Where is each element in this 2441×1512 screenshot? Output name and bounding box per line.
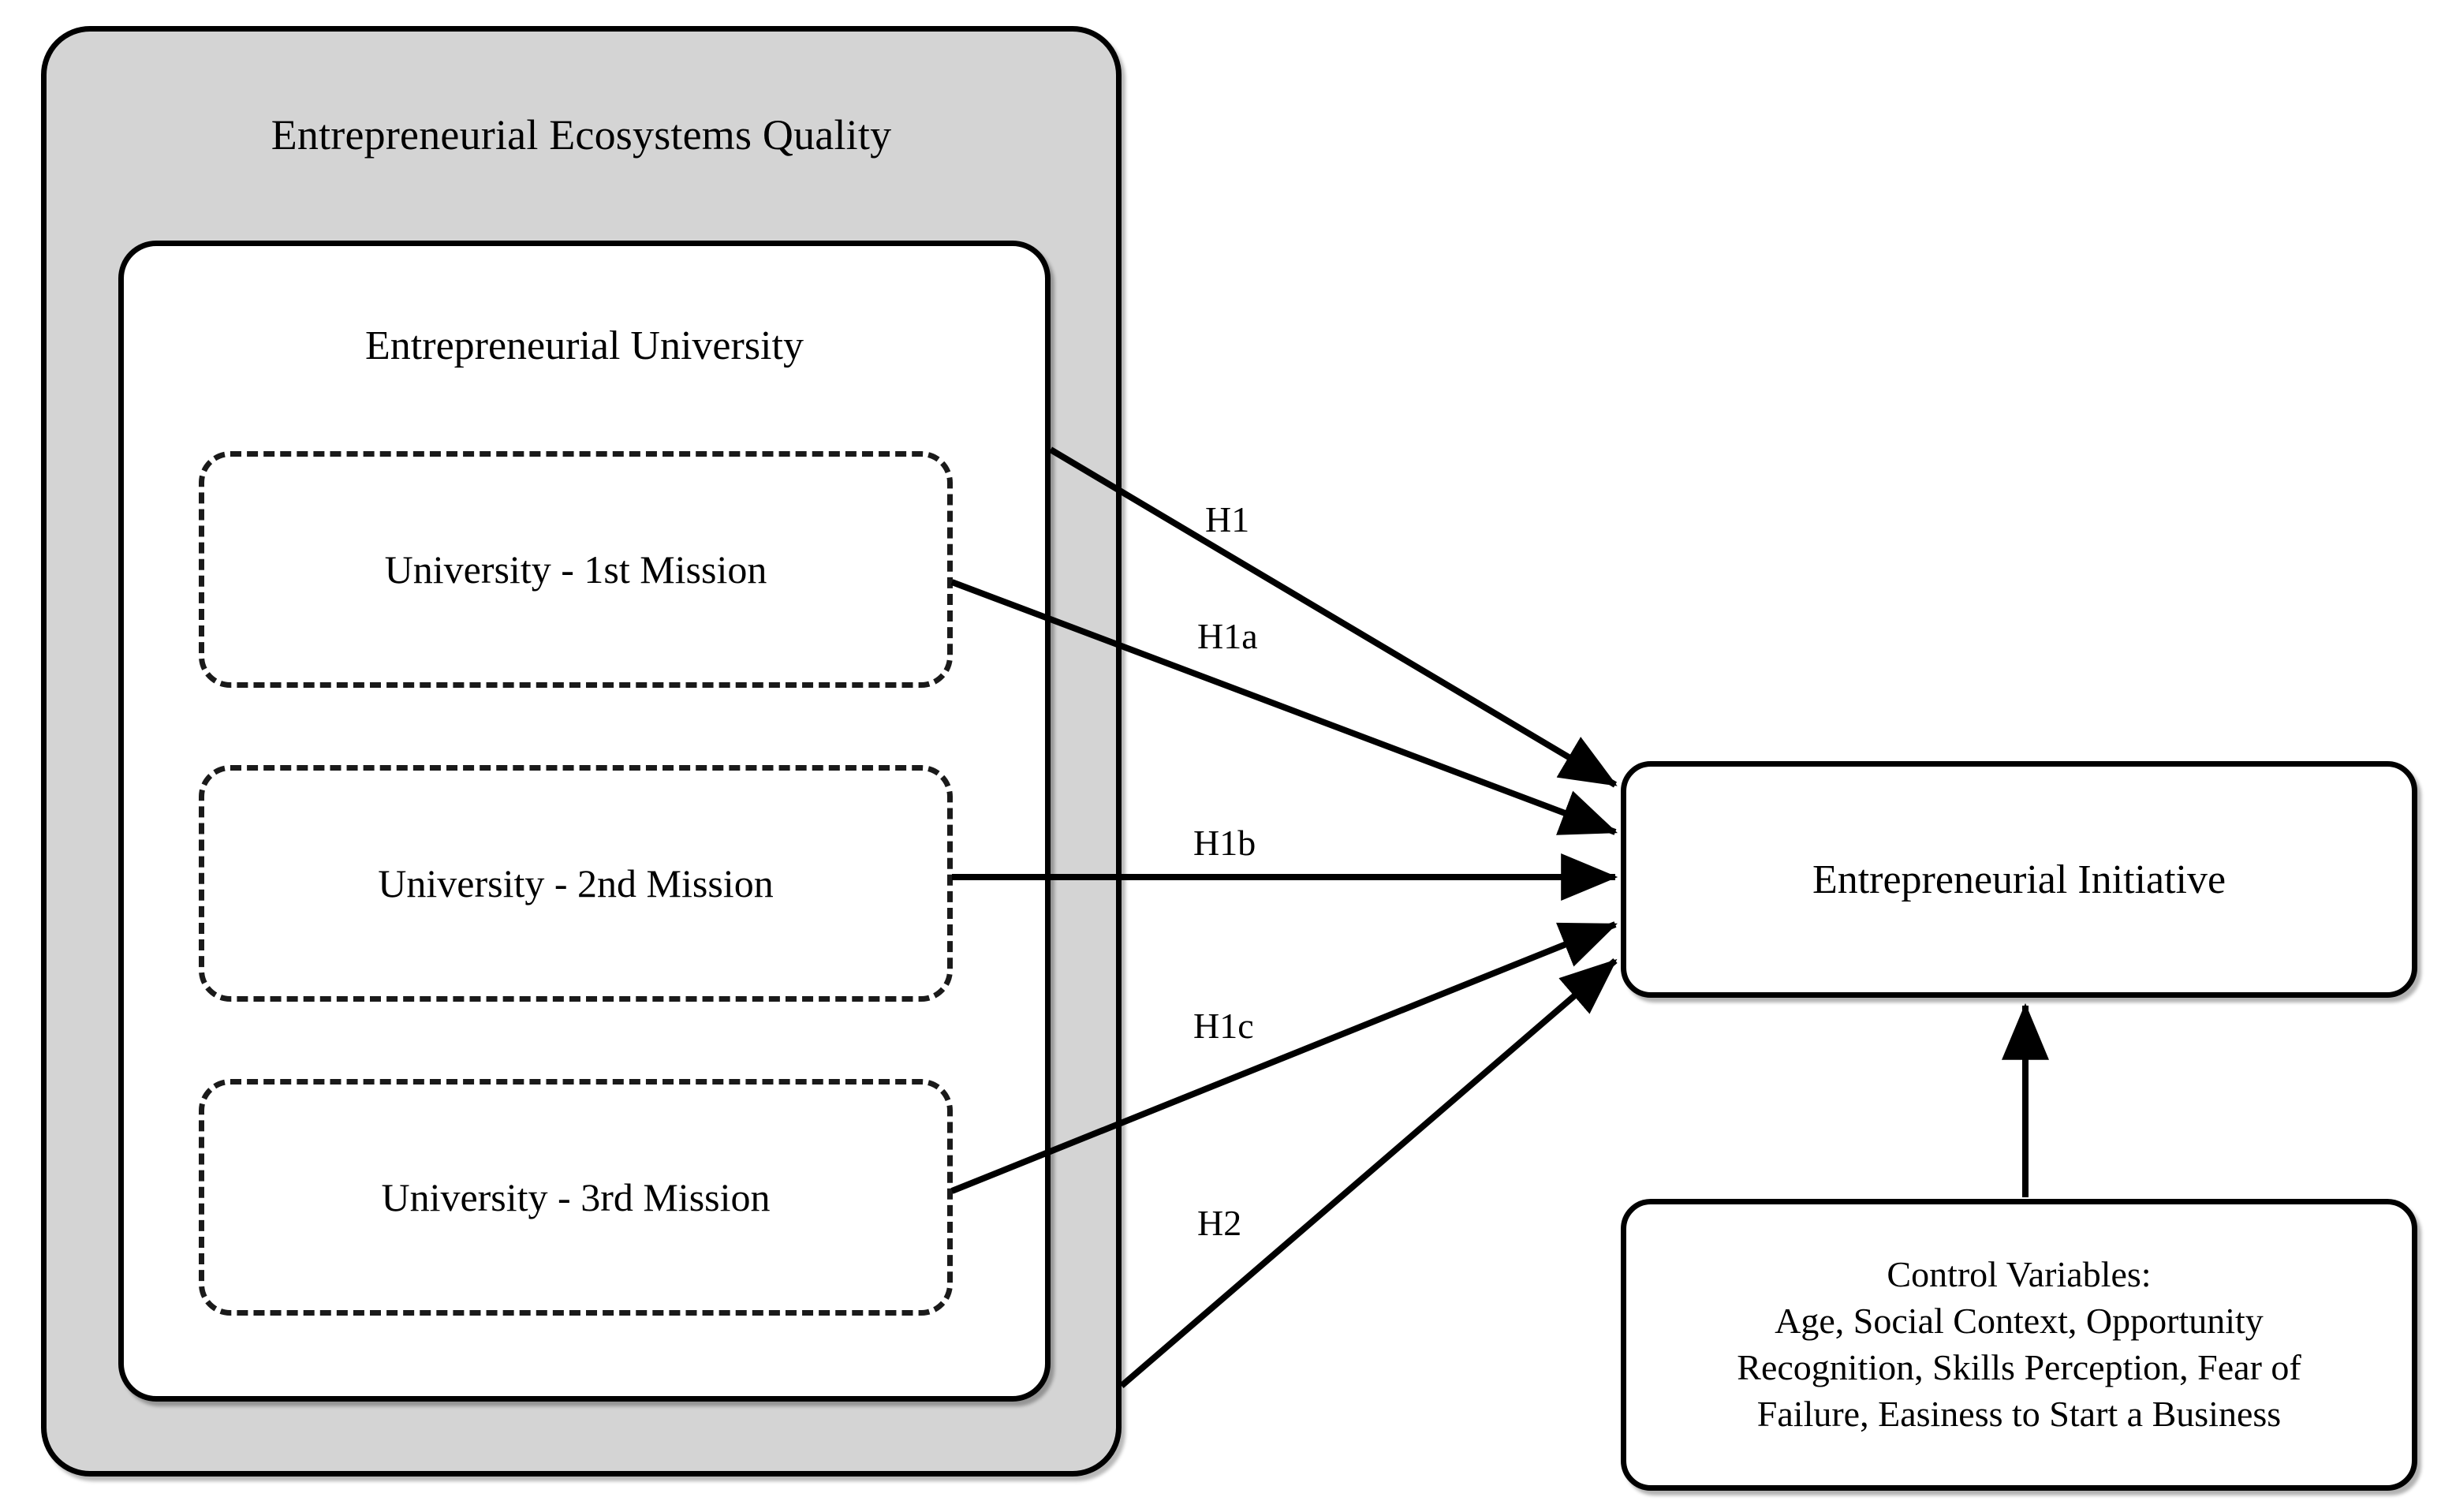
arrow-h1 (1048, 446, 1618, 788)
mission-label-third: University - 3rd Mission (381, 1174, 771, 1219)
mission-box-second: University - 2nd Mission (199, 765, 953, 1002)
entrepreneurial-initiative-box: Entrepreneurial Initiative (1621, 761, 2417, 998)
university-title: Entrepreneurial University (365, 323, 804, 368)
control-variables-line-1: Age, Social Context, Opportunity (1775, 1301, 2264, 1342)
mission-box-third: University - 3rd Mission (199, 1079, 953, 1316)
edge-label-h1b: H1b (1193, 823, 1256, 863)
edge-label-h1: H1 (1205, 499, 1250, 539)
ecosystem-title: Entrepreneurial Ecosystems Quality (271, 111, 892, 159)
entrepreneurial-initiative-label: Entrepreneurial Initiative (1812, 857, 2226, 902)
control-variables-heading: Control Variables: (1887, 1254, 2152, 1295)
control-variables-text: Control Variables: Age, Social Context, … (1737, 1252, 2301, 1438)
control-variables-box: Control Variables: Age, Social Context, … (1621, 1199, 2417, 1491)
control-variables-line-2: Recognition, Skills Perception, Fear of (1737, 1347, 2301, 1387)
mission-label-first: University - 1st Mission (384, 547, 767, 592)
mission-label-second: University - 2nd Mission (378, 861, 774, 905)
control-variables-line-3: Failure, Easiness to Start a Business (1756, 1393, 2282, 1434)
edge-label-h2: H2 (1197, 1203, 1242, 1243)
mission-box-first: University - 1st Mission (199, 451, 953, 688)
edge-label-h1a: H1a (1197, 616, 1258, 656)
edge-label-h1c: H1c (1193, 1006, 1254, 1046)
